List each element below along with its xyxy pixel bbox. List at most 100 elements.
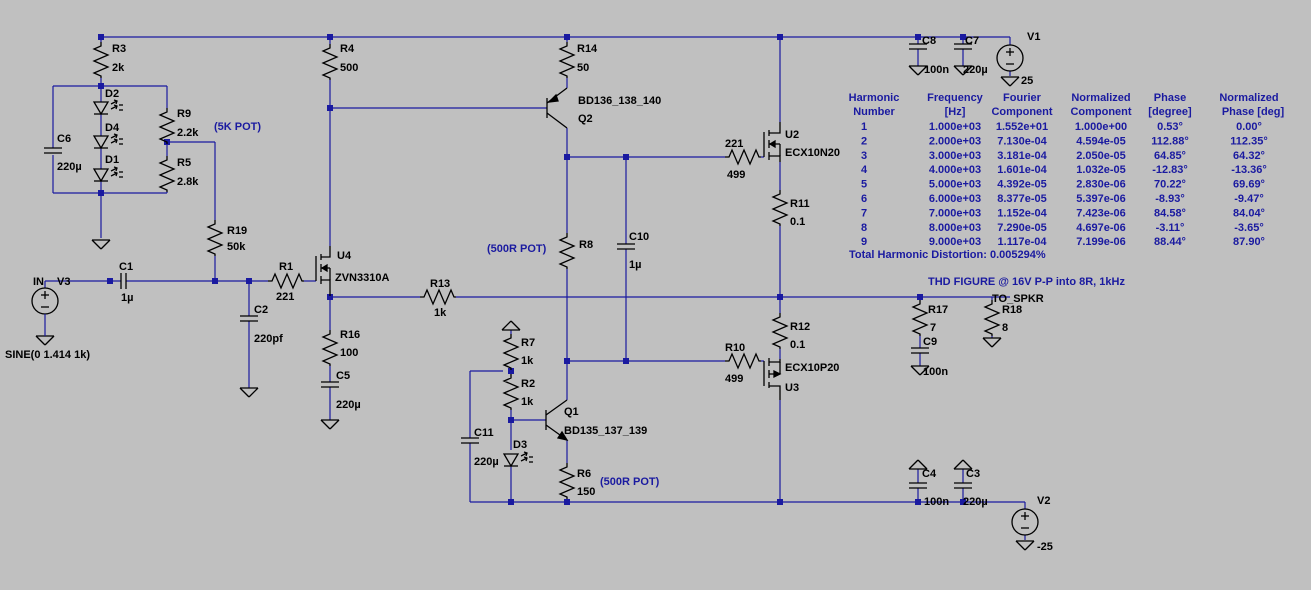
r2-ref: R2 <box>521 378 535 390</box>
r17-ref: R17 <box>928 304 948 316</box>
resistor-r1[interactable] <box>267 273 305 289</box>
mosfet-u3[interactable] <box>763 358 782 400</box>
resistor-r12[interactable] <box>772 312 788 350</box>
c7-value: 220µ <box>963 64 988 76</box>
resistor-r13[interactable] <box>419 289 457 305</box>
resistor-r3[interactable] <box>93 41 109 79</box>
fourier-cell: 5 <box>861 179 867 191</box>
r11-value: 0.1 <box>790 216 805 228</box>
fourier-cell: 7 <box>861 207 867 219</box>
fourier-cell: -3.11° <box>1156 222 1185 234</box>
r8-ref: R8 <box>579 239 593 251</box>
r7-ref: R7 <box>521 337 535 349</box>
fourier-cell: 112.35° <box>1230 135 1267 147</box>
fourier-cell: 0.00° <box>1236 121 1262 133</box>
resistor-r5[interactable] <box>159 155 175 193</box>
fourier-cell: 2.830e-06 <box>1076 179 1126 191</box>
fourier-cell: 2.000e+03 <box>929 135 981 147</box>
r13-value: 1k <box>434 307 447 319</box>
led-d1[interactable] <box>93 166 124 182</box>
v1-value: 25 <box>1021 75 1033 87</box>
fourier-cell: 4.594e-05 <box>1076 135 1126 147</box>
fourier-header: Harmonic <box>849 92 900 104</box>
fourier-header: Number <box>853 106 895 118</box>
fourier-cell: 2.050e-05 <box>1076 150 1126 162</box>
r7-value: 1k <box>521 355 534 367</box>
r19-value: 50k <box>227 241 246 253</box>
source-v3[interactable] <box>31 284 59 336</box>
fourier-cell: 0.53° <box>1157 121 1183 133</box>
u3-model: ECX10P20 <box>785 362 839 374</box>
r16-ref: R16 <box>340 329 360 341</box>
resistor-r11[interactable] <box>772 189 788 227</box>
fourier-thd: Total Harmonic Distortion: 0.005294% <box>849 249 1046 261</box>
c4-value: 100n <box>924 496 949 508</box>
fourier-cell: 7.423e-06 <box>1076 207 1126 219</box>
r6-value: 150 <box>577 486 595 498</box>
resistor-r16[interactable] <box>322 329 338 367</box>
note-thd: THD FIGURE @ 16V P-P into 8R, 1kHz <box>928 276 1125 288</box>
transistor-q1[interactable] <box>545 399 569 441</box>
r10-value: 499 <box>725 373 743 385</box>
r10-ref: R10 <box>725 342 745 354</box>
resistor-r17[interactable] <box>912 299 928 337</box>
fourier-cell: 4.697e-06 <box>1076 222 1126 234</box>
capacitor-c2[interactable] <box>239 315 259 322</box>
fourier-cell: 87.90° <box>1233 236 1265 248</box>
fourier-cell: 9.000e+03 <box>929 236 981 248</box>
fourier-cell: -13.36° <box>1231 164 1267 176</box>
fourier-header: [degree] <box>1148 106 1192 118</box>
c10-ref: C10 <box>629 231 649 243</box>
resistor-r8[interactable] <box>559 232 575 270</box>
resistor-r9[interactable] <box>159 107 175 145</box>
led-d2[interactable] <box>93 99 124 115</box>
r19-ref: R19 <box>227 225 247 237</box>
r1-ref: R1 <box>279 261 293 273</box>
u2-model: ECX10N20 <box>785 147 840 159</box>
r3-value: 2k <box>112 62 125 74</box>
capacitor-c5[interactable] <box>320 381 340 388</box>
capacitor-c6[interactable] <box>43 147 63 154</box>
fourier-cell: 1.552e+01 <box>996 121 1048 133</box>
led-d3[interactable] <box>503 451 534 467</box>
resistor-r221[interactable] <box>724 149 762 165</box>
c8-value: 100n <box>924 64 949 76</box>
resistor-r7[interactable] <box>503 333 519 371</box>
c9-ref: C9 <box>923 336 937 348</box>
capacitor-c3[interactable] <box>953 482 973 489</box>
mosfet-u2[interactable] <box>763 122 781 162</box>
r4-ref: R4 <box>340 43 355 55</box>
fourier-cell: 4.392e-05 <box>997 179 1047 191</box>
resistor-r6[interactable] <box>559 462 575 500</box>
note-500r-pot-b: (500R POT) <box>600 476 660 488</box>
source-v2[interactable] <box>1011 508 1039 536</box>
fourier-header: Component <box>1070 106 1131 118</box>
net-spkr: TO_SPKR <box>992 293 1044 305</box>
capacitor-c10[interactable] <box>616 243 636 250</box>
c7-ref: C7 <box>965 35 979 47</box>
c6-value: 220µ <box>57 161 82 173</box>
source-v1[interactable] <box>996 44 1024 72</box>
capacitor-c9[interactable] <box>910 347 930 354</box>
r221-value: 499 <box>727 169 745 181</box>
fourier-cell: 3 <box>861 150 867 162</box>
c5-ref: C5 <box>336 370 350 382</box>
d1-ref: D1 <box>105 154 119 166</box>
fourier-cell: 69.69° <box>1233 179 1265 191</box>
capacitor-c4[interactable] <box>908 482 928 489</box>
c11-ref: C11 <box>474 427 494 439</box>
transistor-q2[interactable] <box>546 87 568 129</box>
resistor-r18[interactable] <box>984 299 1000 337</box>
fourier-cell: 8.000e+03 <box>929 222 981 234</box>
mosfet-u4[interactable] <box>315 246 331 296</box>
c8-ref: C8 <box>922 35 936 47</box>
led-d4[interactable] <box>93 133 124 149</box>
resistor-r19[interactable] <box>207 219 223 257</box>
resistor-r14[interactable] <box>559 41 575 79</box>
r17-value: 7 <box>930 322 936 334</box>
note-5k-pot: (5K POT) <box>214 121 261 133</box>
resistor-r10[interactable] <box>724 353 762 369</box>
resistor-r4[interactable] <box>322 43 338 81</box>
resistor-r2[interactable] <box>503 373 519 411</box>
capacitor-c1[interactable] <box>120 272 127 290</box>
